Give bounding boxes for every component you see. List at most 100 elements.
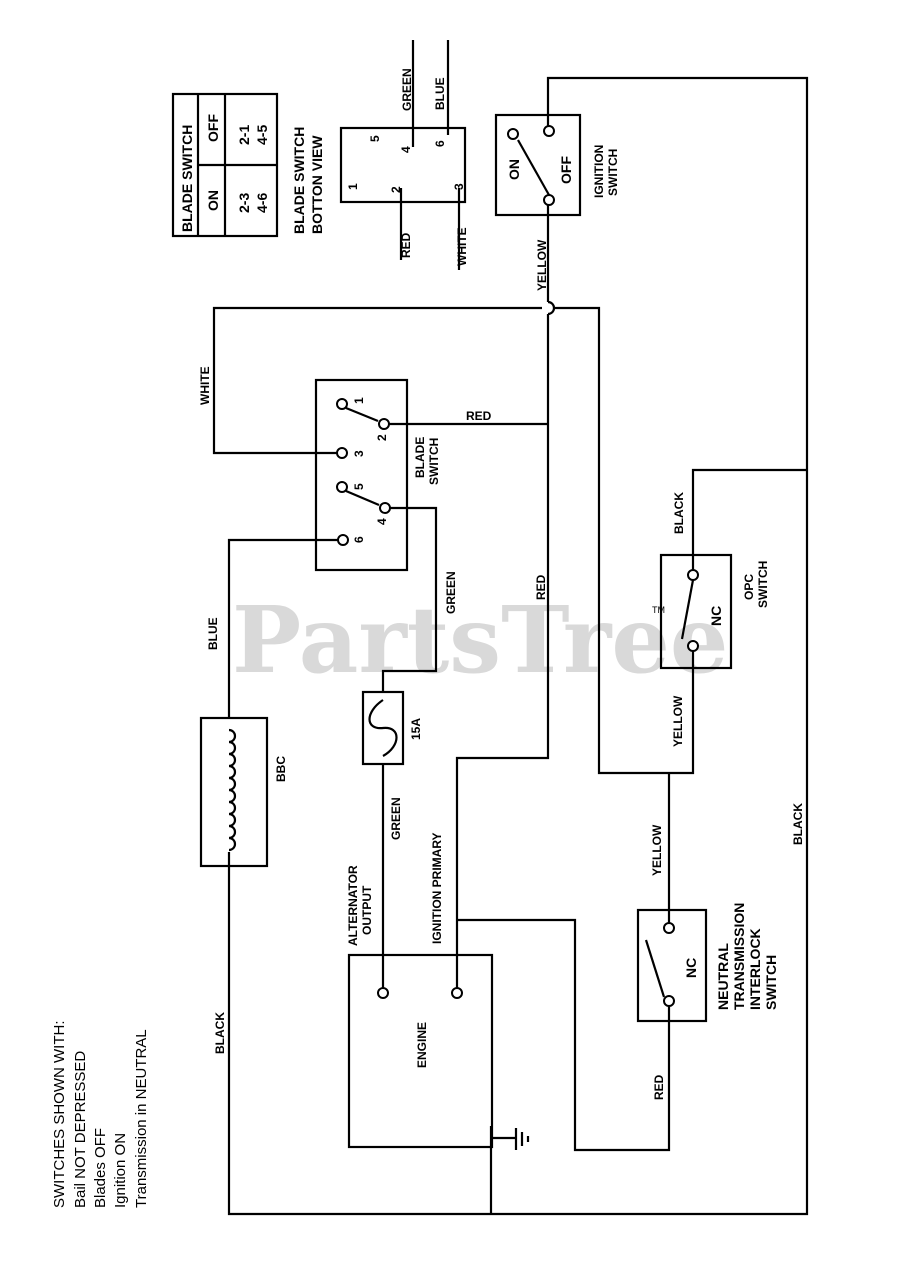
svg-text:WHITE: WHITE [455, 227, 469, 266]
svg-text:Bail NOT DEPRESSED: Bail NOT DEPRESSED [72, 1051, 89, 1208]
wire-black-ground-loop [227, 76, 809, 1216]
svg-text:GREEN: GREEN [444, 571, 458, 614]
blade-terminal-5 [336, 481, 348, 493]
svg-text:BLADE SWITCH: BLADE SWITCH [291, 127, 307, 234]
svg-text:4-6: 4-6 [254, 193, 270, 213]
ignition-label-2: SWITCH [606, 149, 620, 196]
svg-text:IGNITION PRIMARY: IGNITION PRIMARY [430, 832, 444, 944]
alternator-terminal [377, 987, 389, 999]
watermark-tm: TM [652, 605, 665, 615]
engine: ENGINE ALTERNATOR OUTPUT IGNITION PRIMAR… [346, 832, 530, 1150]
blade-switch: 1 2 3 4 5 6 BLADE SWITCH [314, 378, 441, 572]
svg-text:2-3: 2-3 [236, 193, 252, 213]
svg-text:TRANSMISSION: TRANSMISSION [731, 903, 747, 1010]
svg-text:Ignition ON: Ignition ON [112, 1133, 129, 1208]
svg-text:Transmission in NEUTRAL: Transmission in NEUTRAL [133, 1029, 150, 1208]
svg-text:3: 3 [352, 450, 366, 457]
svg-text:5: 5 [352, 483, 366, 490]
ignition-switch: ON OFF IGNITION SWITCH [494, 113, 620, 217]
svg-text:4-5: 4-5 [254, 125, 270, 145]
svg-text:2: 2 [375, 434, 389, 441]
wire-blue [227, 538, 343, 718]
svg-text:INTERLOCK: INTERLOCK [747, 928, 763, 1010]
blade-switch-table: BLADE SWITCH ON OFF 2-3 4-6 2-1 4-5 [171, 92, 279, 238]
blade-switch-bottom-view: 1 2 3 4 5 6 RED WHITE GREEN BLUE BLADE S… [291, 40, 469, 270]
ignition-blade [517, 139, 550, 196]
svg-text:WHITE: WHITE [198, 366, 212, 405]
wire-white [212, 306, 695, 775]
wire-black-opc [691, 468, 807, 575]
ignition-label-1: IGNITION [592, 145, 606, 198]
ignition-off-label: OFF [558, 156, 574, 184]
svg-text:ALTERNATOR: ALTERNATOR [346, 865, 360, 946]
wire-red-neutral [457, 918, 671, 1152]
svg-text:BLUE: BLUE [433, 77, 447, 110]
svg-text:OFF: OFF [205, 114, 221, 142]
ignition-on-label: ON [506, 159, 522, 180]
wire-labels: YELLOW RED WHITE BLUE GREEN RED BLACK YE… [198, 239, 805, 1100]
wire-yellow-ignition [455, 200, 550, 993]
svg-text:BLACK: BLACK [213, 1012, 227, 1054]
blade-terminal-1 [336, 398, 348, 410]
ignition-off-terminal [543, 125, 555, 137]
bbc-coil: BBC [199, 716, 288, 868]
svg-text:GREEN: GREEN [389, 797, 403, 840]
svg-text:ENGINE: ENGINE [415, 1022, 429, 1068]
svg-text:SWITCH: SWITCH [427, 438, 441, 485]
svg-text:BLACK: BLACK [672, 492, 686, 534]
svg-text:4: 4 [375, 518, 389, 525]
blade-terminal-3 [336, 447, 348, 459]
svg-text:Blades OFF: Blades OFF [92, 1128, 109, 1208]
ignition-primary-terminal [451, 987, 463, 999]
svg-text:2: 2 [389, 186, 403, 193]
neutral-interlock-switch: NC NEUTRAL TRANSMISSION INTERLOCK SWITCH [636, 903, 779, 1023]
table-title: BLADE SWITCH [179, 125, 195, 232]
svg-text:YELLOW: YELLOW [671, 695, 685, 747]
blade-terminal-4 [379, 502, 391, 514]
svg-text:15A: 15A [409, 718, 423, 740]
wire-green [381, 506, 438, 692]
svg-text:RED: RED [466, 409, 492, 423]
svg-text:RED: RED [652, 1074, 666, 1100]
svg-text:6: 6 [433, 140, 447, 147]
svg-text:1: 1 [352, 397, 366, 404]
svg-text:YELLOW: YELLOW [650, 824, 664, 876]
svg-text:4: 4 [399, 146, 413, 153]
svg-text:RED: RED [399, 232, 413, 258]
ignition-on-terminal [507, 128, 519, 140]
svg-text:1: 1 [346, 183, 360, 190]
svg-text:6: 6 [352, 536, 366, 543]
svg-text:NEUTRAL: NEUTRAL [715, 943, 731, 1010]
svg-text:OPC: OPC [742, 574, 756, 600]
svg-text:NC: NC [708, 606, 724, 626]
svg-text:RED: RED [534, 574, 548, 600]
ignition-common-terminal [543, 194, 555, 206]
svg-text:SWITCH: SWITCH [763, 955, 779, 1010]
svg-text:YELLOW: YELLOW [535, 239, 549, 291]
svg-text:BLUE: BLUE [206, 617, 220, 650]
svg-text:3: 3 [452, 183, 466, 190]
svg-text:BLACK: BLACK [791, 803, 805, 845]
fuse-15a: 15A [361, 690, 423, 766]
svg-text:BLADE: BLADE [413, 437, 427, 478]
blade-terminal-6 [337, 534, 349, 546]
blade-terminal-2 [378, 418, 390, 430]
notes-heading: SWITCHES SHOWN WITH: [51, 1021, 68, 1209]
ground-icon [492, 1128, 530, 1150]
svg-text:BBC: BBC [274, 756, 288, 782]
wires [212, 76, 809, 1216]
svg-text:ON: ON [205, 190, 221, 211]
svg-text:BOTTON VIEW: BOTTON VIEW [309, 135, 325, 234]
watermark: PartsTree [232, 586, 728, 694]
svg-text:NC: NC [683, 958, 699, 978]
svg-text:SWITCH: SWITCH [756, 561, 770, 608]
svg-text:OUTPUT: OUTPUT [360, 885, 374, 935]
svg-text:GREEN: GREEN [400, 68, 414, 111]
svg-text:5: 5 [368, 135, 382, 142]
svg-text:2-1: 2-1 [236, 125, 252, 145]
wire-crossover [547, 300, 556, 316]
switch-state-notes: SWITCHES SHOWN WITH: Bail NOT DEPRESSED … [51, 1021, 150, 1209]
opc-switch: NC OPC SWITCH [659, 553, 770, 670]
